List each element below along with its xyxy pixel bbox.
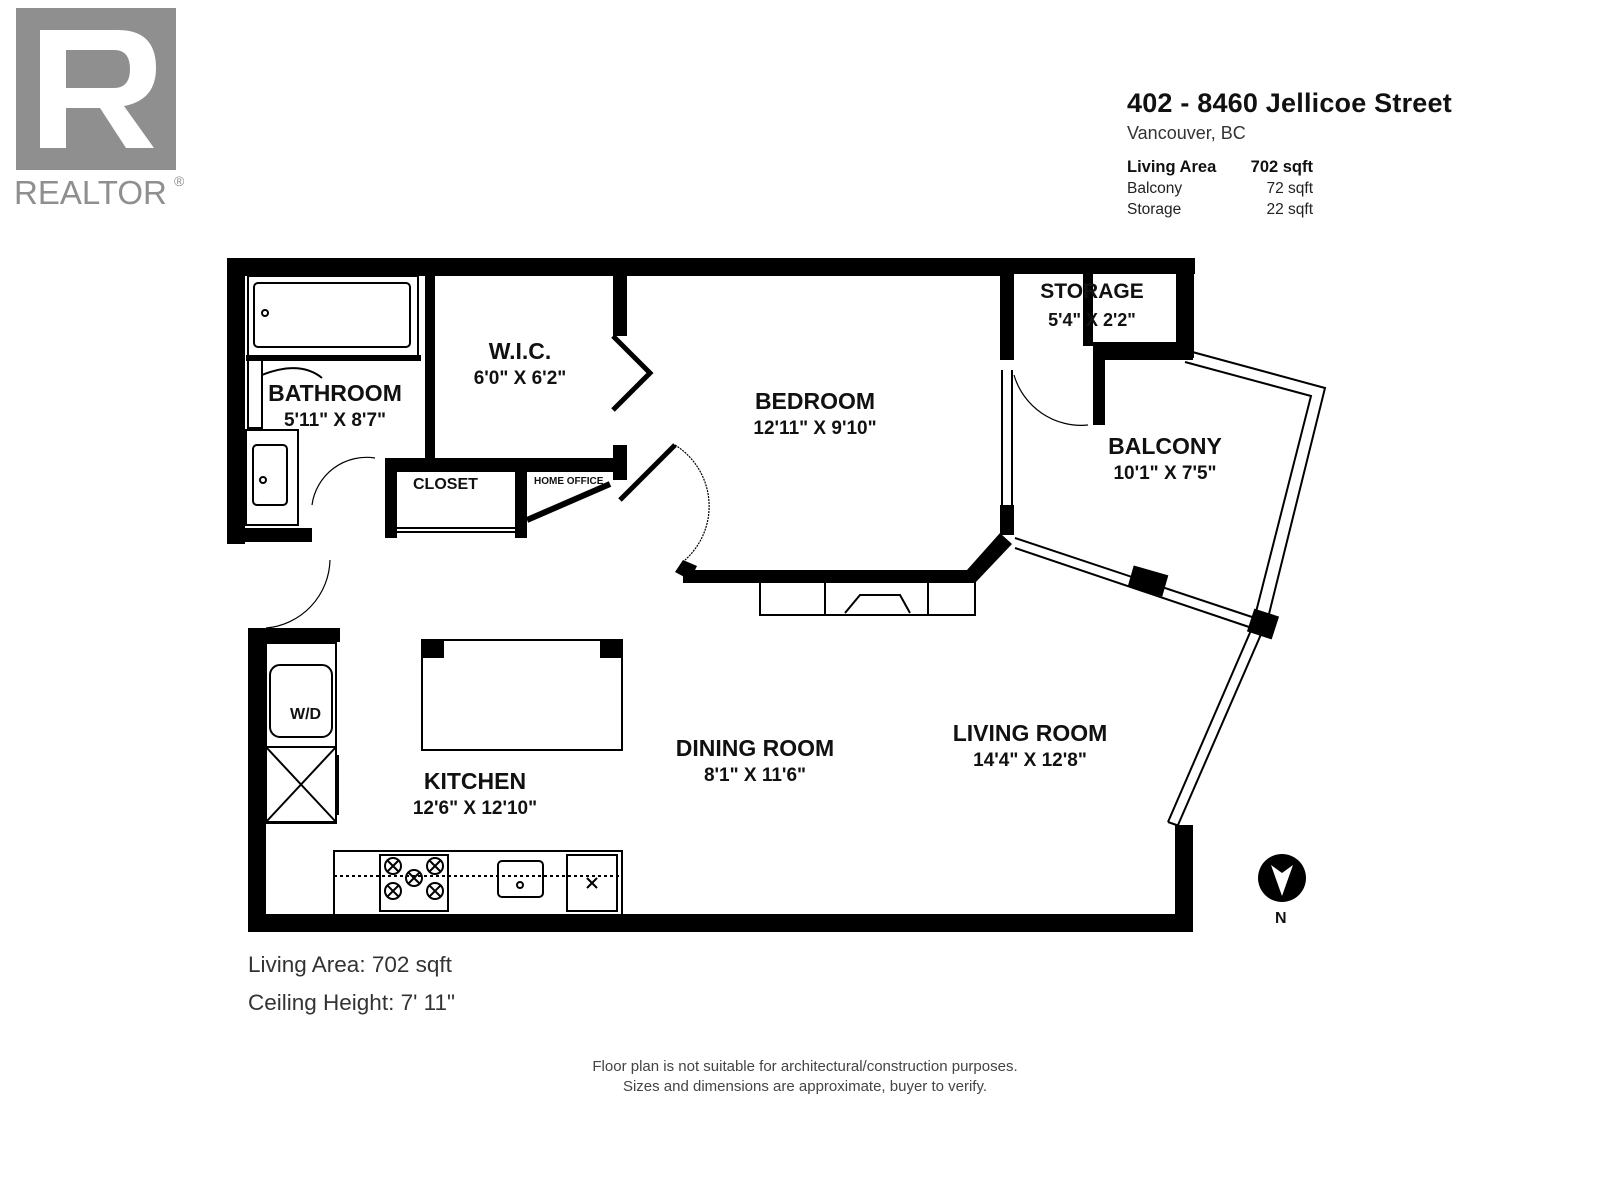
property-city: Vancouver, BC (1127, 123, 1246, 143)
stove-burners (384, 857, 598, 900)
room-dims-balcony: 10'1" X 7'5" (1113, 463, 1217, 484)
room-name-living: LIVING ROOM (952, 720, 1108, 746)
area-value: 72 sqft (1266, 180, 1313, 197)
svg-text:®: ® (174, 173, 185, 189)
realtor-logo: REALTOR ® (14, 8, 190, 213)
room-name-closet: CLOSET (413, 476, 478, 493)
interior-walls (246, 266, 1280, 640)
area-value: 22 sqft (1266, 201, 1313, 218)
room-name-bathroom: BATHROOM (268, 380, 402, 406)
room-name-balcony: BALCONY (1108, 433, 1222, 459)
room-dims-kitchen: 12'6" X 12'10" (412, 798, 538, 819)
area-row-living: Living Area 702 sqft (1127, 158, 1313, 178)
counter-blocks (422, 640, 622, 658)
area-label: Living Area (1127, 158, 1217, 176)
room-name-wic: W.I.C. (488, 338, 552, 364)
north-arrow-icon (1258, 854, 1306, 902)
north-label: N (1275, 910, 1287, 927)
property-address: 402 - 8460 Jellicoe Street (1127, 88, 1452, 118)
area-row-storage: Storage 22 sqft (1127, 201, 1313, 221)
area-label: Storage (1127, 201, 1182, 218)
room-name-dining: DINING ROOM (675, 735, 835, 761)
room-name-storage: STORAGE (1040, 280, 1144, 303)
disclaimer-line-2: Sizes and dimensions are approximate, bu… (622, 1078, 988, 1095)
area-row-balcony: Balcony 72 sqft (1127, 180, 1313, 200)
room-dims-bedroom: 12'11" X 9'10" (753, 418, 877, 439)
room-dims-dining: 8'1" X 11'6" (703, 765, 807, 786)
area-value: 702 sqft (1250, 158, 1313, 176)
room-name-home-office: HOME OFFICE (534, 476, 604, 487)
room-name-kitchen: KITCHEN (423, 768, 527, 794)
logo-wordmark: REALTOR (14, 174, 167, 211)
area-label: Balcony (1127, 180, 1183, 197)
room-dims-bathroom: 5'11" X 8'7" (283, 410, 387, 431)
doors-closet (245, 275, 1089, 918)
room-dims-storage: 5'4" X 2'2" (1048, 310, 1136, 330)
room-dims-wic: 6'0" X 6'2" (473, 368, 567, 389)
windows-and-railings (1001, 349, 1327, 829)
room-dims-living: 14'4" X 12'8" (973, 750, 1087, 771)
room-name-bedroom: BEDROOM (754, 388, 876, 414)
washer-dryer-label: W/D (290, 706, 322, 723)
disclaimer-line-1: Floor plan is not suitable for architect… (592, 1058, 1018, 1075)
footer-ceiling-height: Ceiling Height: 7' 11" (248, 990, 455, 1015)
footer-living-area: Living Area: 702 sqft (248, 952, 452, 977)
